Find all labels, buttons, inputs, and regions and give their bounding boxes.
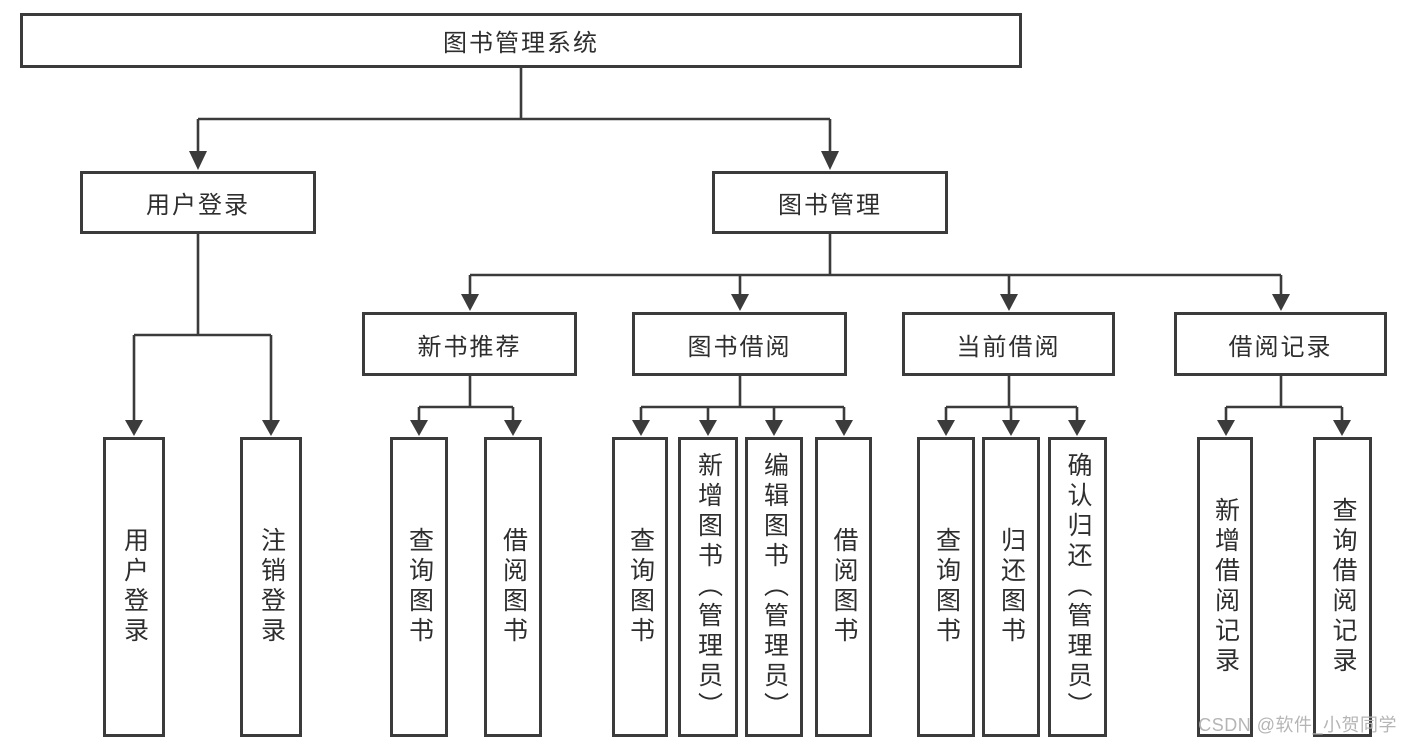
edge-line bbox=[1224, 376, 1344, 420]
edge-line bbox=[944, 376, 1079, 420]
arrowhead bbox=[1000, 294, 1018, 311]
edges-root bbox=[189, 68, 839, 170]
node-root-label: 图书管理系统 bbox=[443, 30, 599, 57]
node-borrowing-records: 借阅记录 bbox=[1174, 312, 1387, 376]
arrowhead bbox=[765, 420, 783, 436]
leaf-borrow-books-recommend-label: 借阅图书 bbox=[499, 527, 528, 647]
leaf-user-login: 用户登录 bbox=[103, 437, 165, 737]
node-current-borrowing: 当前借阅 bbox=[902, 312, 1115, 376]
leaf-query-books-borrowing: 查询图书 bbox=[612, 437, 668, 737]
arrowhead bbox=[1002, 420, 1020, 436]
leaf-borrow-books-borrowing: 借阅图书 bbox=[815, 437, 872, 737]
edge-line bbox=[132, 234, 273, 420]
leaf-query-books-recommend: 查询图书 bbox=[390, 437, 448, 737]
arrowhead bbox=[410, 420, 428, 436]
node-user-login-label: 用户登录 bbox=[146, 192, 250, 219]
edge-line bbox=[639, 376, 846, 420]
leaf-confirm-return-admin-label: 确认归还（管理员） bbox=[1064, 452, 1092, 722]
arrowhead bbox=[189, 151, 207, 170]
csdn-watermark: CSDN @软件_小贺同学 bbox=[1198, 715, 1397, 735]
node-new-book-recommend: 新书推荐 bbox=[362, 312, 577, 376]
node-current-borrowing-label: 当前借阅 bbox=[956, 333, 1061, 361]
edges-user-login bbox=[125, 234, 280, 436]
arrowhead bbox=[125, 420, 143, 436]
node-book-management: 图书管理 bbox=[712, 171, 948, 234]
arrowhead bbox=[461, 294, 479, 311]
leaf-logout-label: 注销登录 bbox=[257, 527, 286, 647]
leaf-query-borrow-record-label: 查询借阅记录 bbox=[1329, 497, 1357, 677]
arrowhead bbox=[821, 151, 839, 170]
leaf-logout: 注销登录 bbox=[240, 437, 302, 737]
leaf-return-books-label: 归还图书 bbox=[997, 527, 1026, 647]
leaf-add-borrow-record: 新增借阅记录 bbox=[1197, 437, 1253, 737]
edges-new-book-recommend bbox=[410, 376, 522, 436]
node-book-borrowing: 图书借阅 bbox=[632, 312, 847, 376]
arrowhead bbox=[1068, 420, 1086, 436]
arrowhead bbox=[1272, 294, 1290, 311]
edges-borrowing-records bbox=[1217, 376, 1351, 436]
leaf-query-books-current: 查询图书 bbox=[917, 437, 975, 737]
node-root: 图书管理系统 bbox=[20, 13, 1022, 68]
leaf-add-book-admin: 新增图书（管理员） bbox=[678, 437, 738, 737]
leaf-confirm-return-admin: 确认归还（管理员） bbox=[1048, 437, 1107, 737]
arrowhead bbox=[937, 420, 955, 436]
arrowhead bbox=[504, 420, 522, 436]
arrowhead bbox=[1333, 420, 1351, 436]
leaf-borrow-books-recommend: 借阅图书 bbox=[484, 437, 542, 737]
node-new-book-recommend-label: 新书推荐 bbox=[417, 333, 522, 361]
leaf-edit-book-admin-label: 编辑图书（管理员） bbox=[760, 452, 789, 722]
arrowhead bbox=[835, 420, 853, 436]
leaf-query-books-recommend-label: 查询图书 bbox=[405, 527, 434, 647]
arrowhead bbox=[699, 420, 717, 436]
edges-current-borrowing bbox=[937, 376, 1086, 436]
edge-line bbox=[417, 376, 515, 420]
arrowhead bbox=[632, 420, 650, 436]
leaf-query-borrow-record: 查询借阅记录 bbox=[1313, 437, 1372, 737]
arrowhead bbox=[262, 420, 280, 436]
leaf-query-books-current-label: 查询图书 bbox=[932, 527, 961, 647]
arrowhead bbox=[1217, 420, 1235, 436]
leaf-add-borrow-record-label: 新增借阅记录 bbox=[1211, 497, 1240, 677]
node-borrowing-records-label: 借阅记录 bbox=[1228, 333, 1333, 361]
node-book-management-label: 图书管理 bbox=[778, 192, 882, 219]
leaf-add-book-admin-label: 新增图书（管理员） bbox=[694, 452, 723, 722]
leaf-return-books: 归还图书 bbox=[982, 437, 1040, 737]
edge-line bbox=[196, 68, 832, 151]
edges-book-borrowing bbox=[632, 376, 853, 436]
leaf-edit-book-admin: 编辑图书（管理员） bbox=[745, 437, 803, 737]
edges-book-management bbox=[461, 234, 1290, 311]
arrowhead bbox=[731, 294, 749, 311]
edge-line bbox=[468, 234, 1283, 294]
leaf-user-login-label: 用户登录 bbox=[120, 527, 149, 647]
leaf-borrow-books-borrowing-label: 借阅图书 bbox=[830, 527, 858, 647]
node-user-login: 用户登录 bbox=[80, 171, 316, 234]
leaf-query-books-borrowing-label: 查询图书 bbox=[626, 527, 655, 647]
node-book-borrowing-label: 图书借阅 bbox=[687, 333, 792, 361]
